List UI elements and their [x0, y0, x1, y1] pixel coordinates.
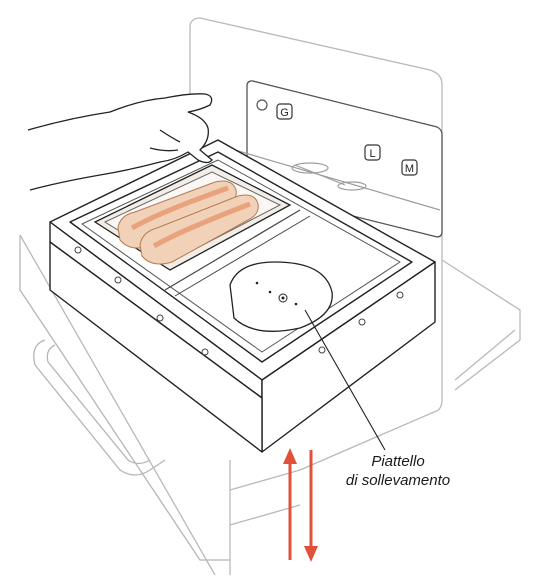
callout-label-line2: di sollevamento	[345, 472, 451, 489]
down-arrow-icon	[304, 450, 318, 562]
l-button-label: L	[369, 148, 375, 160]
g-button[interactable]: G	[276, 103, 293, 120]
chamber-rear-details	[227, 147, 441, 211]
callout-label: Piattello di sollevamento	[318, 452, 478, 490]
sausage-rolls	[117, 180, 259, 265]
callout-label-line1: Piattello	[371, 453, 425, 470]
m-button[interactable]: M	[401, 159, 418, 176]
m-button-label: M	[405, 163, 414, 175]
callout-leader-line	[304, 309, 386, 451]
drawer	[19, 250, 230, 561]
l-button[interactable]: L	[364, 144, 381, 161]
hand-illustration	[27, 93, 213, 191]
g-button-label: G	[280, 107, 289, 119]
up-arrow-icon	[283, 448, 297, 560]
food-tray	[93, 164, 292, 271]
lifting-plate	[229, 261, 333, 332]
power-indicator-icon	[256, 99, 268, 111]
